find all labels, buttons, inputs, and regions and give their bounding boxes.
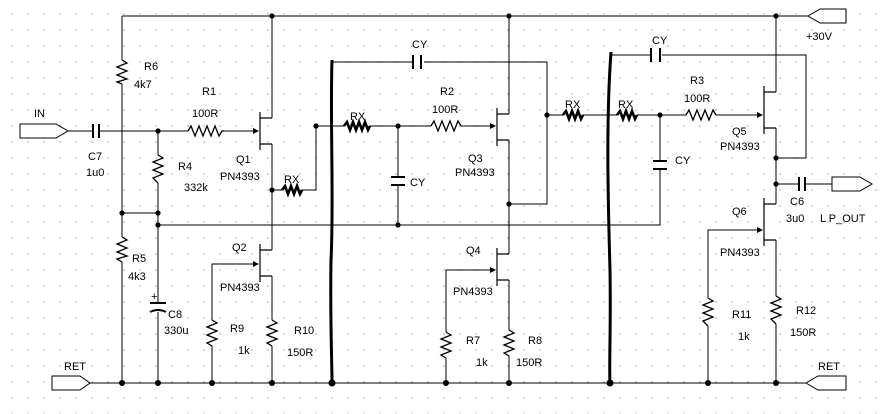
separator-line-right	[606, 51, 613, 387]
resistor-r10: R10 150R	[265, 319, 314, 359]
jfet-q3-part: PN4393	[455, 167, 495, 179]
resistor-r11: R11 1k	[701, 297, 751, 343]
resistor-r2: R2 100R	[430, 86, 462, 133]
capacitor-cy-3-label: CY	[675, 155, 691, 167]
resistor-r12: R12 150R	[769, 295, 816, 339]
capacitor-cy-1: CY	[412, 39, 428, 69]
jfet-q6: Q6 PN4393	[720, 198, 776, 259]
resistor-r1: R1 100R	[187, 86, 224, 138]
jfet-q1-ref: Q1	[236, 154, 251, 166]
resistor-r4-ref: R4	[178, 161, 192, 173]
jfet-q4-ref: Q4	[466, 245, 481, 257]
capacitor-c8: + C8 330u	[149, 291, 188, 337]
resistor-rx-3: RX	[561, 99, 585, 123]
port-out: L P_OUT	[820, 176, 873, 225]
capacitor-c6: C6 3u0	[786, 177, 806, 225]
port-in-label: IN	[34, 108, 45, 120]
resistor-r4-value: 332k	[184, 182, 208, 194]
resistor-r6-ref: R6	[144, 61, 158, 73]
separator-lines	[329, 51, 613, 387]
resistor-rx-4: RX	[615, 99, 639, 123]
separator-line-left	[329, 59, 334, 385]
resistor-r8-value: 150R	[516, 357, 542, 369]
resistor-rx-3-label: RX	[565, 99, 581, 111]
jfet-q2-ref: Q2	[232, 242, 247, 254]
jfet-q5-ref: Q5	[732, 126, 747, 138]
resistor-r7-value: 1k	[476, 357, 488, 369]
resistor-r12-ref: R12	[796, 305, 816, 317]
resistor-r1-ref: R1	[202, 86, 216, 98]
capacitor-c8-ref: C8	[168, 309, 182, 321]
resistor-r6-value: 4k7	[134, 79, 152, 91]
resistor-r5: R5 4k3	[115, 236, 146, 283]
resistor-r11-value: 1k	[738, 331, 750, 343]
resistor-r9-value: 1k	[238, 345, 250, 357]
jfet-q6-ref: Q6	[732, 206, 747, 218]
capacitor-cy-4: CY	[650, 35, 668, 62]
resistor-rx-1: RX	[280, 174, 304, 198]
resistor-r9: R9 1k	[205, 319, 250, 357]
port-ret-left-label: RET	[64, 361, 86, 373]
port-in: IN	[19, 108, 69, 139]
resistor-r10-ref: R10	[294, 325, 314, 337]
jfet-q4-part: PN4393	[453, 286, 493, 298]
junction-dots	[119, 13, 779, 387]
resistor-r10-value: 150R	[287, 347, 313, 359]
jfet-q2: Q2 PN4393	[220, 242, 272, 294]
jfet-q2-part: PN4393	[220, 282, 260, 294]
capacitor-c7: C7 1u0	[86, 124, 104, 179]
jfet-q1-part: PN4393	[220, 171, 260, 183]
capacitor-cy-4-label: CY	[652, 35, 668, 47]
resistor-r2-ref: R2	[440, 86, 454, 98]
capacitor-c8-plus: +	[151, 291, 157, 303]
jfet-q4: Q4 PN4393	[453, 245, 509, 298]
port-ret-right-label: RET	[818, 361, 840, 373]
port-ret-right: RET	[805, 361, 847, 391]
port-out-label: L P_OUT	[820, 213, 866, 225]
resistor-r8-ref: R8	[528, 335, 542, 347]
resistor-r3: R3 100R	[684, 75, 717, 122]
jfet-q5: Q5 PN4393	[720, 86, 776, 153]
resistor-r3-value: 100R	[684, 93, 710, 105]
port-supply: +30V	[806, 8, 847, 43]
resistor-r3-ref: R3	[690, 75, 704, 87]
capacitor-c7-ref: C7	[88, 151, 102, 163]
resistor-r5-ref: R5	[132, 253, 146, 265]
resistor-r4: R4 332k	[151, 154, 208, 194]
jfet-q6-part: PN4393	[720, 247, 760, 259]
resistor-rx-1-label: RX	[284, 174, 300, 186]
capacitor-c8-value: 330u	[164, 325, 188, 337]
resistor-r8: R8 150R	[502, 329, 542, 369]
capacitor-c6-value: 3u0	[786, 213, 804, 225]
capacitor-cy-2: CY	[391, 176, 426, 189]
resistor-r5-value: 4k3	[128, 271, 146, 283]
capacitor-cy-2-label: CY	[410, 177, 426, 189]
capacitor-cy-3: CY	[653, 155, 691, 170]
resistor-r12-value: 150R	[790, 327, 816, 339]
resistor-rx-2-label: RX	[350, 111, 366, 123]
resistor-r6: R6 4k7	[115, 59, 158, 91]
resistor-rx-2: RX	[342, 111, 372, 134]
port-supply-label: +30V	[806, 31, 833, 43]
resistor-r7: R7 1k	[439, 331, 488, 369]
jfet-q3: Q3 PN4393	[455, 108, 509, 179]
jfet-q1: Q1 PN4393	[220, 112, 272, 183]
capacitor-cy-1-label: CY	[412, 39, 428, 51]
port-ret-left: RET	[51, 361, 91, 391]
resistor-r2-value: 100R	[432, 104, 458, 116]
jfet-q3-ref: Q3	[468, 153, 483, 165]
resistor-rx-4-label: RX	[618, 99, 634, 111]
resistor-r7-ref: R7	[466, 335, 480, 347]
resistor-r9-ref: R9	[230, 323, 244, 335]
resistor-r1-value: 100R	[192, 108, 218, 120]
jfet-q5-part: PN4393	[720, 141, 760, 153]
resistor-r11-ref: R11	[732, 309, 751, 321]
capacitor-c7-value: 1u0	[86, 167, 104, 179]
capacitor-c6-ref: C6	[790, 196, 804, 208]
wires	[68, 15, 832, 384]
